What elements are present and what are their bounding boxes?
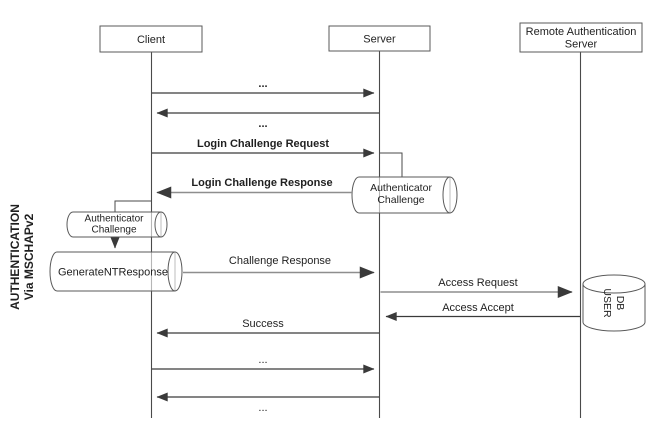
actor-box-client: Client — [99, 25, 203, 53]
cylinder-label: Challenge — [377, 194, 424, 206]
cylinder-body — [582, 283, 646, 332]
actor-box-remote-auth-server: Remote Authentication Server — [519, 22, 643, 53]
actor-label-remote-line1: Remote Authentication — [526, 26, 637, 38]
user-db-label: DB — [614, 296, 626, 311]
actor-box — [328, 25, 431, 52]
connector-client-to-authenticator-challenge — [114, 200, 152, 212]
cylinder-cap — [167, 251, 183, 292]
cylinder-cap — [442, 176, 458, 214]
cylinder-user-db: DB USER — [582, 274, 646, 332]
message-label-login-challenge-response: Login Challenge Response — [191, 177, 332, 189]
cylinder-label: Challenge — [91, 225, 136, 236]
diagram-side-title: AUTHENTICATION Via MSCHAPv2 — [8, 204, 36, 310]
actor-label-remote-line2: Server — [565, 39, 598, 51]
cylinder-cap — [154, 211, 168, 238]
cylinder-label: Authenticator — [85, 214, 145, 225]
cylinder-body — [351, 176, 451, 214]
actor-box — [519, 22, 643, 53]
cylinder-generate-nt-response: GenerateNTResponse — [49, 251, 183, 292]
actor-box-server: Server — [328, 25, 431, 52]
message-label-dots4: ... — [258, 402, 267, 414]
message-label-login-challenge-request: Login Challenge Request — [197, 138, 329, 150]
side-title-line1: AUTHENTICATION — [8, 204, 22, 310]
cylinder-label: GenerateNTResponse — [58, 267, 168, 279]
message-label-dots3: ... — [258, 354, 267, 366]
connector-server-to-authenticator-challenge — [379, 152, 403, 177]
message-label-challenge-response: Challenge Response — [229, 255, 331, 267]
user-db-label-group: DB USER — [601, 288, 626, 318]
message-label-access-accept: Access Accept — [442, 302, 514, 314]
actor-box — [99, 25, 203, 53]
actor-label-server: Server — [363, 34, 396, 46]
cylinder-authenticator-challenge-server: Authenticator Challenge — [351, 176, 458, 214]
side-title-line2: Via MSCHAPv2 — [22, 213, 36, 300]
cylinder-label: Authenticator — [370, 182, 432, 194]
cylinder-body — [49, 251, 176, 292]
message-label-dots1: ... — [258, 78, 267, 90]
actor-label-client: Client — [137, 34, 165, 46]
message-label-dots2: ... — [258, 118, 267, 130]
cylinder-body — [66, 211, 162, 238]
message-label-success: Success — [242, 318, 284, 330]
user-db-label: USER — [601, 288, 613, 318]
cylinder-cap — [582, 274, 646, 294]
cylinder-authenticator-challenge-client: Authenticator Challenge — [66, 211, 168, 238]
message-label-access-request: Access Request — [438, 277, 517, 289]
